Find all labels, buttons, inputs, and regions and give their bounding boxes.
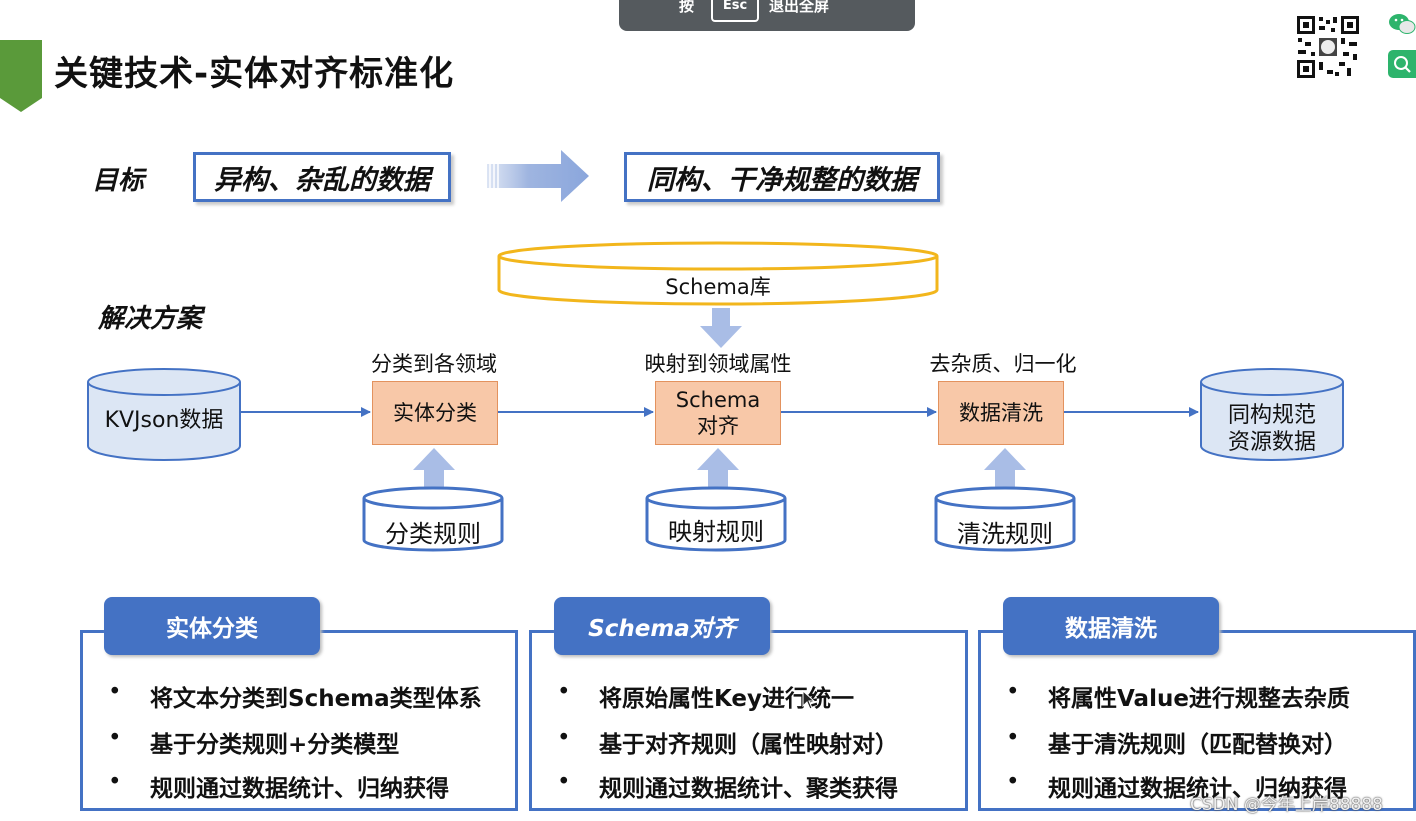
hint-prefix: 按 [679, 0, 695, 15]
process-label-align-line2: 对齐 [697, 414, 739, 438]
step-label-align: 映射到领域属性 [644, 352, 792, 376]
process-box-clean: 数据清洗 [938, 381, 1064, 445]
bullet-item: •规则通过数据统计、归纳获得 [1006, 769, 1347, 802]
search-button[interactable] [1388, 50, 1416, 78]
wechat-icon[interactable] [1388, 12, 1416, 36]
goal-to-box: 同构、干净规整的数据 [624, 152, 940, 202]
watermark: CSDN @今年上岸88888 [1190, 795, 1383, 815]
panel-tab-align: Schema对齐 [554, 597, 770, 655]
source-cylinder: KVJson数据 [86, 366, 242, 462]
rule-cylinder-clean: 清洗规则 [934, 486, 1076, 552]
bullet-item: •基于清洗规则（匹配替换对） [1006, 725, 1347, 758]
up-arrows [413, 308, 1026, 487]
hint-suffix: 退出全屏 [769, 0, 830, 15]
up-arrow-clean [984, 448, 1026, 487]
esc-key-badge[interactable]: Esc [711, 0, 759, 22]
bullet-item: •基于分类规则+分类模型 [108, 725, 400, 758]
target-label-line1: 同构规范 [1227, 403, 1316, 428]
goal-label: 目标 [92, 166, 145, 196]
fullscreen-hint-bar: 按 Esc 退出全屏 [619, 0, 915, 31]
solution-label: 解决方案 [98, 304, 203, 334]
schema-store-cylinder: Schema库 [497, 240, 939, 306]
process-label-align-line1: Schema [675, 388, 761, 412]
panel-tab-clean: 数据清洗 [1003, 597, 1219, 655]
bullet-item: •将属性Value进行规整去杂质 [1006, 679, 1350, 712]
rule-cylinder-align: 映射规则 [645, 486, 787, 552]
panel-tab-classify: 实体分类 [104, 597, 320, 655]
bullet-item: •规则通过数据统计、聚类获得 [557, 769, 898, 802]
step-label-classify: 分类到各领域 [371, 352, 497, 376]
source-label: KVJson数据 [104, 408, 224, 433]
bullet-item: •基于对齐规则（属性映射对） [557, 725, 898, 758]
rule-cylinder-classify: 分类规则 [362, 486, 504, 552]
process-box-classify: 实体分类 [372, 381, 498, 445]
page-title: 关键技术-实体对齐标准化 [54, 54, 455, 94]
step-label-clean: 去杂质、归一化 [929, 352, 1077, 376]
down-arrow-schema [700, 308, 742, 348]
title-flag-icon [0, 40, 42, 112]
goal-arrow-icon [487, 150, 589, 202]
rule-label-classify: 分类规则 [385, 520, 481, 548]
panel-clean: •将属性Value进行规整去杂质 •基于清洗规则（匹配替换对） •规则通过数据统… [978, 630, 1416, 811]
bullet-item: •规则通过数据统计、归纳获得 [108, 769, 449, 802]
rule-label-align: 映射规则 [668, 518, 764, 546]
panel-align: •将原始属性Key进行统一 •基于对齐规则（属性映射对） •规则通过数据统计、聚… [529, 630, 968, 811]
qr-code-icon [1295, 14, 1361, 80]
search-icon [1394, 56, 1411, 73]
panel-classify: •将文本分类到Schema类型体系 •基于分类规则+分类模型 •规则通过数据统计… [80, 630, 518, 811]
process-label-clean: 数据清洗 [959, 401, 1043, 425]
bullet-item: •将文本分类到Schema类型体系 [108, 679, 482, 712]
process-label-classify: 实体分类 [393, 401, 477, 425]
schema-store-label: Schema库 [665, 275, 771, 299]
goal-from-box: 异构、杂乱的数据 [193, 152, 451, 202]
target-cylinder: 同构规范 资源数据 [1199, 366, 1345, 462]
target-label-line2: 资源数据 [1227, 430, 1316, 455]
process-box-align: Schema 对齐 [655, 381, 781, 445]
mouse-cursor-icon [802, 690, 816, 710]
up-arrow-align [697, 448, 739, 487]
rule-label-clean: 清洗规则 [957, 520, 1053, 548]
up-arrow-classify [413, 448, 455, 487]
